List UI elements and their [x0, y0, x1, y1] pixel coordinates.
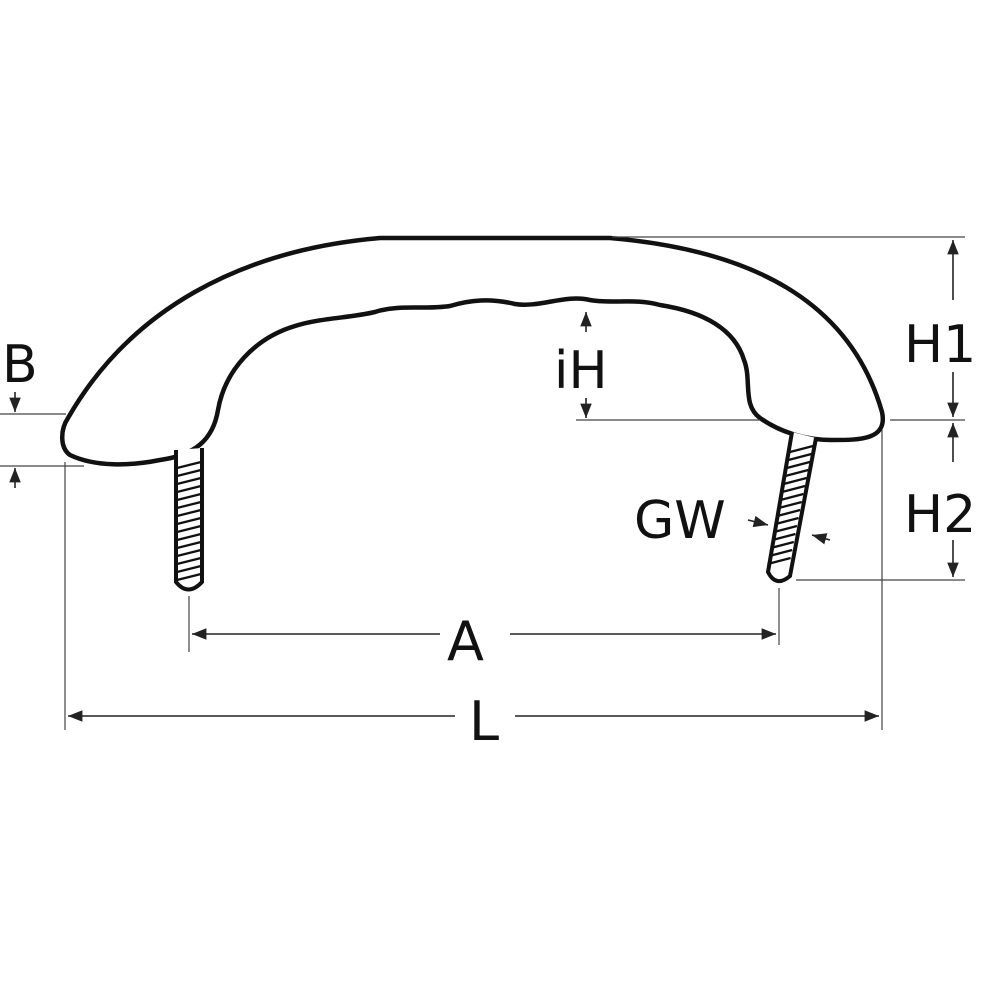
right-screw: [765, 431, 818, 584]
label-h1: H1: [904, 315, 976, 375]
dimension-a: A: [188, 588, 780, 673]
left-screw: [174, 448, 204, 592]
screw-thread-line: [776, 508, 801, 518]
screw-thread-line: [176, 516, 202, 526]
screw-thread-line: [788, 452, 812, 462]
screw-thread-line: [780, 492, 804, 502]
screw-thread-line: [176, 572, 202, 582]
screw-thread-line: [772, 532, 796, 542]
screw-thread-line: [784, 468, 809, 478]
screw-thread-line: [176, 460, 202, 470]
dimension-h1: H1: [612, 236, 976, 421]
label-ih: iH: [554, 341, 608, 401]
screw-thread-line: [781, 484, 806, 494]
screw-thread-line: [775, 516, 799, 526]
label-b: B: [2, 335, 38, 395]
dimension-l: L: [64, 430, 883, 753]
screw-thread-line: [176, 532, 202, 542]
screw-thread-line: [778, 500, 803, 510]
screw-thread-line: [176, 484, 202, 494]
screw-thread-line: [176, 476, 202, 486]
dimension-h2: H2: [796, 423, 976, 581]
label-gw: GW: [634, 491, 726, 551]
screw-thread-line: [773, 524, 798, 534]
screw-thread-line: [176, 468, 202, 478]
screw-thread-line: [786, 460, 811, 470]
screw-thread-line: [176, 508, 202, 518]
screw-thread-line: [176, 500, 202, 510]
screw-thread-line: [176, 524, 202, 534]
screw-thread-line: [768, 548, 793, 558]
screw-thread-line: [783, 476, 807, 486]
dimension-b: B: [0, 335, 84, 488]
dimension-gw: GW: [634, 491, 831, 551]
screw-thread-line: [770, 540, 795, 550]
dimension-ih: iH: [554, 312, 760, 421]
screw-thread-line: [176, 564, 202, 574]
label-a: A: [447, 610, 484, 673]
label-h2: H2: [904, 485, 976, 545]
screw-thread-line: [767, 556, 791, 566]
label-l: L: [469, 690, 499, 753]
handle-body: [60, 235, 886, 467]
screw-thread-line: [176, 556, 202, 566]
screw-thread-line: [176, 548, 202, 558]
screw-thread-line: [176, 492, 202, 502]
screw-thread-line: [176, 540, 202, 550]
screw-thread-line: [789, 444, 814, 454]
